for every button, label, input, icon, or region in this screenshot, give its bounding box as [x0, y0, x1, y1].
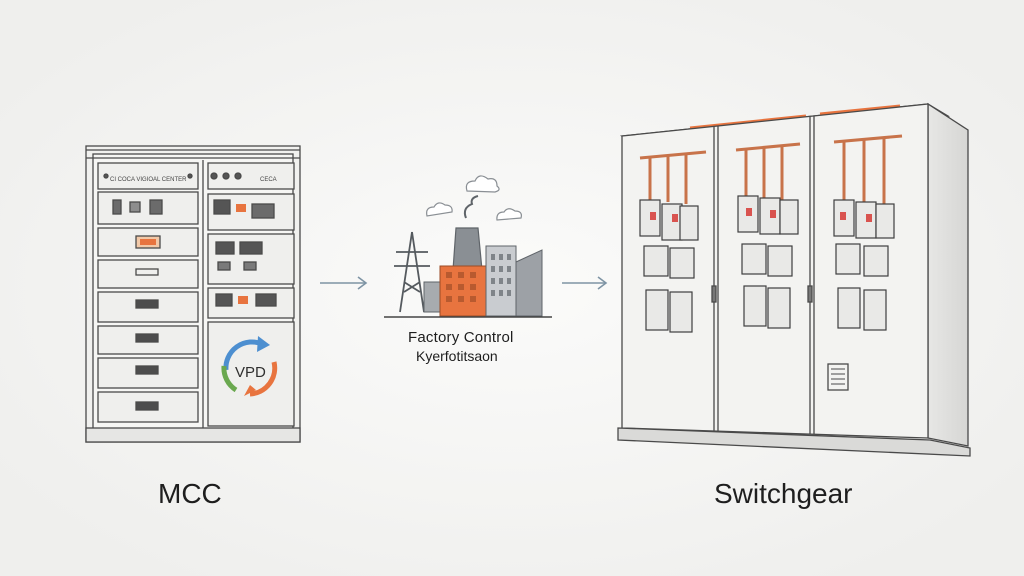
factory-title: Factory Control [408, 329, 514, 346]
arrow-factory-to-switchgear [562, 276, 608, 290]
mcc-panel [85, 145, 301, 443]
switchgear-cabinet [617, 102, 971, 457]
factory-icon [384, 175, 552, 318]
breaker-modules [639, 195, 895, 333]
vfd-text: VPD [235, 364, 266, 381]
mcc-label: MCC [158, 478, 222, 509]
mcc-right-modules [207, 162, 295, 427]
mcc-header-left: CI COCA VIGIOAL CENTER [110, 177, 187, 183]
factory-subtitle: Kyerfotitsaon [416, 348, 498, 364]
vfd-badge: VPD [221, 336, 278, 397]
mcc-header-right: CECA [260, 177, 277, 183]
arrow-mcc-to-factory [320, 276, 368, 290]
switchgear-label: Switchgear [714, 478, 853, 509]
mcc-left-drawers [97, 162, 199, 423]
copper-busbars [639, 134, 903, 204]
